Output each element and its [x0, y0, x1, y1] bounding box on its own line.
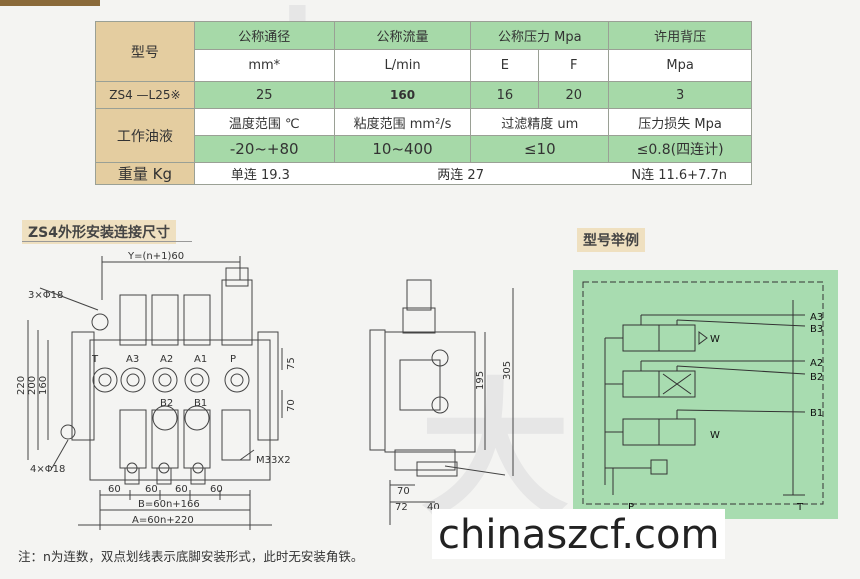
top-strip [0, 0, 100, 6]
port-a1: A1 [194, 354, 207, 365]
thread: M33X2 [256, 455, 291, 466]
schematic-svg: A3 B3 A2 B2 B1 P T W W [582, 281, 824, 513]
value-viscosity: 10~400 [333, 135, 472, 163]
spring-label-w1: W [710, 334, 720, 345]
dim-220: 220 [16, 376, 27, 395]
model-value: ZS4 —L25※ [95, 81, 195, 109]
weight-n: N连 11.6+7.7n [631, 168, 727, 183]
weight-label: 重量 Kg [95, 162, 195, 185]
port-b2-label: B2 [810, 372, 823, 383]
side-view-drawing: 195 305 70 72 40 395 [369, 279, 514, 530]
value-temp: -20~+80 [193, 135, 335, 163]
port-p-label: P [628, 502, 634, 513]
dim-60-d: 60 [210, 484, 223, 495]
dim-side-40: 40 [427, 502, 440, 513]
dim-b: B=60n+166 [138, 499, 200, 510]
spring-label-w3: W [710, 430, 720, 441]
dim-side-70: 70 [397, 486, 410, 497]
port-b1-label: B1 [810, 408, 823, 419]
spec-table: 型号 公称通径 公称流量 公称压力 Mpa 许用背压 mm* L/min E F… [95, 21, 753, 185]
drawing-title-underline [22, 241, 192, 242]
port-p: P [230, 354, 236, 365]
port-a2-label: A2 [810, 358, 823, 369]
dim-305: 305 [502, 361, 513, 380]
header-viscosity: 粘度范围 mm²/s [333, 108, 472, 136]
value-filter: ≤10 [470, 135, 610, 163]
port-b2: B2 [160, 398, 173, 409]
fluid-label: 工作油液 [95, 108, 195, 163]
header-filter: 过滤精度 um [470, 108, 610, 136]
value-back: 3 [608, 81, 752, 109]
unit-lmin: L/min [333, 49, 472, 82]
unit-f: F [538, 49, 610, 82]
dim-60-a: 60 [108, 484, 121, 495]
port-a3-label: A3 [810, 312, 823, 323]
footnote: 注：n为连数，双点划线表示底脚安装形式，此时无安装角铁。 [18, 549, 364, 564]
dim-a: A=60n+220 [132, 515, 194, 526]
port-a2: A2 [160, 354, 173, 365]
dim-160: 160 [38, 376, 49, 395]
port-b3-label: B3 [810, 324, 823, 335]
hydraulic-schematic: A3 B3 A2 B2 B1 P T W W [573, 270, 838, 519]
header-back-pressure: 许用背压 [608, 21, 752, 50]
dim-200: 200 [27, 376, 38, 395]
value-pressure-loss: ≤0.8(四连计) [608, 135, 752, 163]
holes-top: 3×Φ18 [28, 290, 63, 301]
weight-single: 单连 19.3 [230, 168, 290, 183]
header-nominal-flow: 公称流量 [333, 21, 472, 50]
front-view-drawing: Y=(n+1)60 3×Φ18 4×Φ18 A3 A2 A1 P B2 B1 T… [16, 251, 297, 530]
dim-side-72: 72 [395, 502, 408, 513]
dim-60-c: 60 [175, 484, 188, 495]
value-flow: 160 [333, 81, 472, 109]
unit-mm: mm* [193, 49, 335, 82]
dim-60-b: 60 [145, 484, 158, 495]
header-pressure-loss: 压力损失 Mpa [608, 108, 752, 136]
value-diameter: 25 [193, 81, 335, 109]
dim-75: 75 [286, 357, 297, 370]
holes-bottom: 4×Φ18 [30, 464, 65, 475]
header-temp: 温度范围 ℃ [193, 108, 335, 136]
unit-e: E [470, 49, 540, 82]
weight-double: 两连 27 [437, 168, 484, 183]
weight-row: 单连 19.3 两连 27 N连 11.6+7.7n [193, 162, 753, 185]
value-e: 16 [470, 81, 540, 109]
dim-195: 195 [475, 371, 486, 390]
unit-mpa: Mpa [608, 49, 752, 82]
model-label: 型号 [95, 21, 195, 82]
header-nominal-diameter: 公称通径 [193, 21, 335, 50]
header-nominal-pressure: 公称压力 Mpa [470, 21, 610, 50]
port-a3: A3 [126, 354, 139, 365]
value-f: 20 [538, 81, 610, 109]
port-b1: B1 [194, 398, 207, 409]
schematic-title: 型号举例 [577, 228, 645, 252]
drawing-title: ZS4外形安装连接尺寸 [22, 220, 176, 244]
dim-y: Y=(n+1)60 [127, 251, 184, 262]
port-t: T [91, 354, 99, 365]
brand-watermark: chinaszcf.com [432, 509, 726, 559]
dim-70: 70 [286, 399, 297, 412]
port-t-label: T [796, 502, 804, 513]
